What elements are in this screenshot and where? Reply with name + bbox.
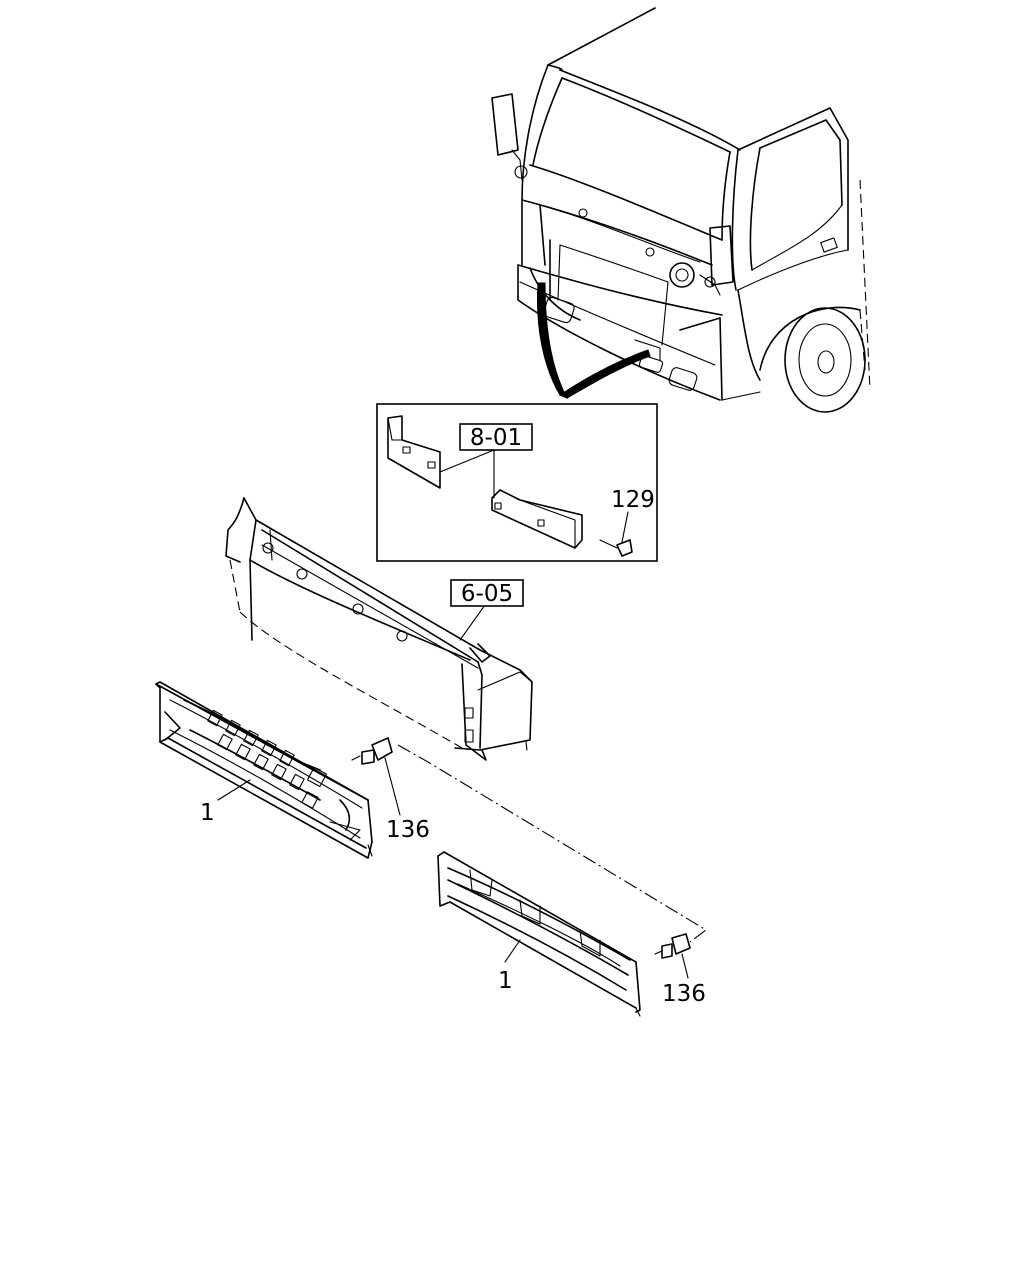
svg-text:6-05: 6-05 bbox=[461, 581, 513, 607]
callout-136-b: 136 bbox=[662, 981, 706, 1007]
callout-129: 129 bbox=[611, 487, 655, 513]
bracket-part bbox=[387, 415, 441, 489]
clip-fastener bbox=[599, 539, 633, 557]
grille-slots bbox=[207, 709, 328, 809]
callout-136-a: 136 bbox=[386, 817, 430, 843]
svg-text:8-01: 8-01 bbox=[470, 425, 522, 451]
bracket-part bbox=[491, 489, 583, 549]
callout-6-05: 6-05 bbox=[450, 579, 524, 607]
callout-8-01: 8-01 bbox=[459, 423, 533, 451]
screw-fastener bbox=[654, 933, 691, 979]
front-grille bbox=[437, 851, 641, 1017]
truck-cab-illustration bbox=[491, 7, 871, 413]
callout-1-b: 1 bbox=[498, 968, 513, 994]
front-grille bbox=[155, 681, 373, 859]
callout-1-a: 1 bbox=[200, 800, 215, 826]
bumper-panel: 6-05 bbox=[225, 497, 533, 761]
screw-fastener bbox=[351, 737, 401, 816]
inset-detail-box: 8-01 129 bbox=[376, 403, 658, 562]
